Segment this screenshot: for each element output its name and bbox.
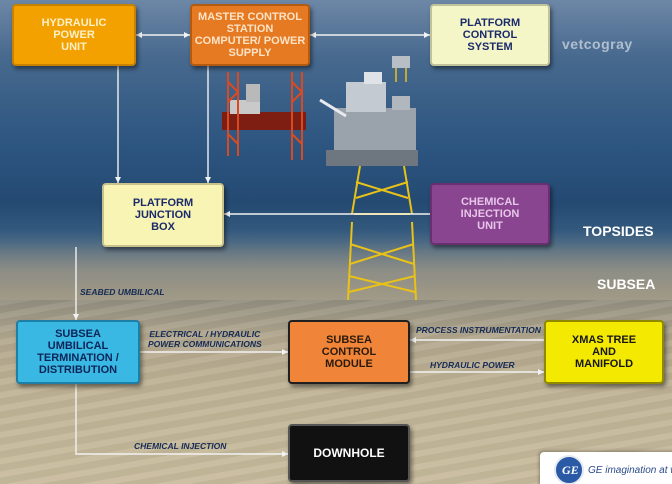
ge-tagline: GE imagination at work xyxy=(588,465,672,476)
production-platform-illustration xyxy=(319,72,418,301)
electrical-hydraulic-label: ELECTRICAL / HYDRAULIC POWER COMMUNICATI… xyxy=(148,329,262,349)
connection-lines xyxy=(75,34,544,455)
hydraulic-power-unit-label: HYDRAULIC POWER UNIT xyxy=(41,17,107,53)
subsea-umbilical-termination-box: SUBSEA UMBILICAL TERMINATION / DISTRIBUT… xyxy=(16,320,140,384)
platform-junction-box: PLATFORM JUNCTION BOX xyxy=(102,183,224,247)
process-instrumentation-label: PROCESS INSTRUMENTATION xyxy=(416,325,541,335)
downhole-box: DOWNHOLE xyxy=(288,424,410,482)
subsea-umbilical-termination-label: SUBSEA UMBILICAL TERMINATION / DISTRIBUT… xyxy=(37,328,119,376)
master-control-station-box: MASTER CONTROL STATION COMPUTER/ POWER S… xyxy=(190,4,310,66)
distant-platform-illustration xyxy=(392,56,410,82)
platform-control-system-label: PLATFORM CONTROL SYSTEM xyxy=(459,17,521,53)
platform-control-system-box: PLATFORM CONTROL SYSTEM xyxy=(430,4,550,66)
hydraulic-power-unit-box: HYDRAULIC POWER UNIT xyxy=(12,4,136,66)
master-control-station-label: MASTER CONTROL STATION COMPUTER/ POWER S… xyxy=(194,11,306,59)
xmas-tree-manifold-box: XMAS TREE AND MANIFOLD xyxy=(544,320,664,384)
xmas-tree-manifold-label: XMAS TREE AND MANIFOLD xyxy=(571,334,637,370)
topsides-zone-label: TOPSIDES xyxy=(583,223,654,239)
platform-junction-box-label: PLATFORM JUNCTION BOX xyxy=(132,197,194,233)
subsea-control-module-label: SUBSEA CONTROL MODULE xyxy=(321,334,377,370)
chemical-injection-label: CHEMICAL INJECTION xyxy=(134,441,227,451)
hydraulic-power-label: HYDRAULIC POWER xyxy=(430,360,515,370)
chemical-injection-unit-label: CHEMICAL INJECTION UNIT xyxy=(460,196,520,232)
chemical-injection-unit-box: CHEMICAL INJECTION UNIT xyxy=(430,183,550,245)
subsea-control-module-box: SUBSEA CONTROL MODULE xyxy=(288,320,410,384)
vetco-gray-logo: vetcogray xyxy=(562,36,633,52)
ge-logo-icon xyxy=(554,455,584,484)
arrowheads xyxy=(73,32,544,457)
seabed-umbilical-label: SEABED UMBILICAL xyxy=(80,287,165,297)
downhole-label: DOWNHOLE xyxy=(313,446,385,460)
jackup-rig-illustration xyxy=(222,72,306,160)
subsea-zone-label: SUBSEA xyxy=(597,276,656,292)
